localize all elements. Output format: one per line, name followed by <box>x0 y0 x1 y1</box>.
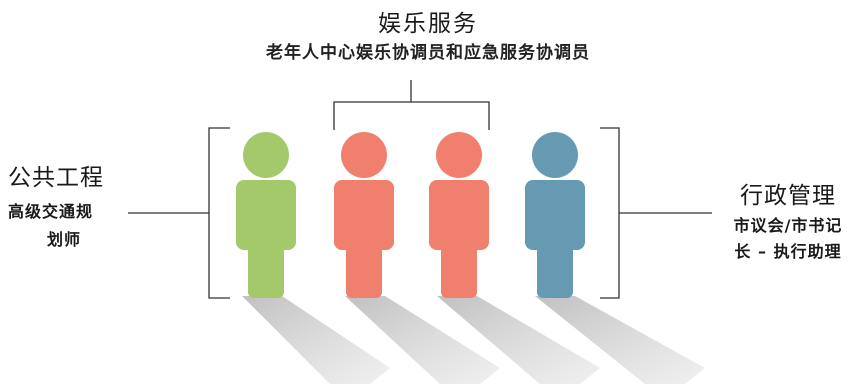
figure-1-torso <box>236 180 296 250</box>
right-bracket <box>600 127 620 299</box>
figure-3-torso <box>429 180 489 250</box>
figure-4-legs <box>537 238 573 298</box>
top-group-subtitle: 老年人中心娱乐协调员和应急服务协调员 <box>266 43 590 63</box>
figure-4-shadow <box>535 296 705 384</box>
figure-1 <box>236 132 296 298</box>
left-group-line-2: 划师 <box>46 230 81 249</box>
figure-3-head <box>436 132 482 178</box>
right-group-line-2: 长 – 执行助理 <box>734 242 842 261</box>
figure-shadows <box>242 296 705 384</box>
top-bracket <box>333 101 490 130</box>
figure-2-head <box>341 132 387 178</box>
figure-3 <box>429 132 489 298</box>
figure-4 <box>525 132 585 298</box>
left-group-title: 公共工程 <box>8 165 104 191</box>
figure-4-torso <box>525 180 585 250</box>
left-group-line-1: 高级交通规 <box>8 202 94 221</box>
top-group-title: 娱乐服务 <box>378 11 478 37</box>
figure-2-torso <box>334 180 394 250</box>
figure-1-head <box>243 132 289 178</box>
figure-1-shadow <box>242 296 390 384</box>
figure-4-head <box>532 132 578 178</box>
figure-2-legs <box>346 238 382 298</box>
right-group-title: 行政管理 <box>740 183 836 209</box>
figure-2-shadow <box>345 296 500 384</box>
figure-3-shadow <box>437 296 600 384</box>
figure-2 <box>334 132 394 298</box>
left-bracket <box>208 127 230 299</box>
right-group-line-1: 市议会/市书记 <box>733 216 843 235</box>
figure-1-legs <box>248 238 284 298</box>
figure-3-legs <box>441 238 477 298</box>
